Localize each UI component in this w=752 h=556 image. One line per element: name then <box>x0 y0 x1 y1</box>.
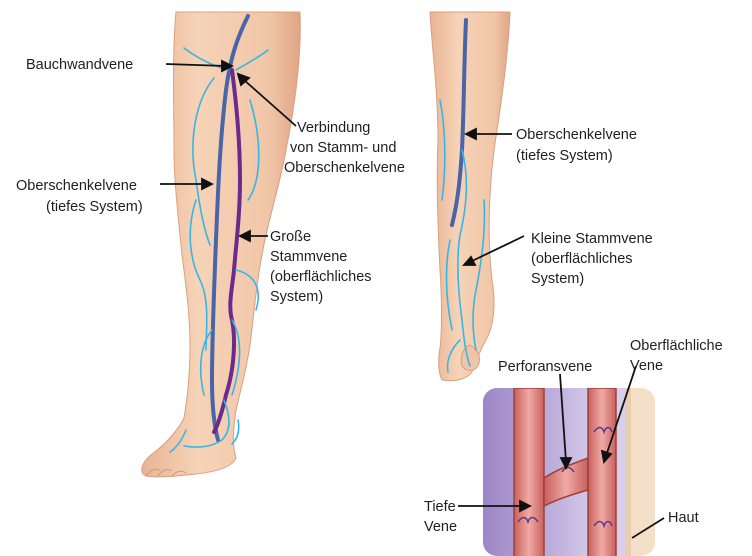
label-grosse-stammvene-line3: (oberflächliches <box>270 269 372 285</box>
label-verbindung-line2: von Stamm- und <box>290 140 396 156</box>
label-kleine-stammvene: Kleine Stammvene (oberflächliches System… <box>531 231 657 287</box>
label-oberschenkelvene-left: Oberschenkelvene (tiefes System) <box>16 178 143 215</box>
label-tiefe-vene-line1: Tiefe <box>424 499 456 515</box>
label-perforansvene: Perforansvene <box>498 359 592 375</box>
label-oberflaechliche-vene-line1: Oberflächliche <box>630 338 723 354</box>
label-grosse-stammvene-line2: Stammvene <box>270 249 347 265</box>
label-verbindung-line1: Verbindung <box>297 120 370 136</box>
label-oberflaechliche-vene-line2: Vene <box>630 358 663 374</box>
label-oberschenkelvene-left-line2: (tiefes System) <box>46 199 143 215</box>
label-oberschenkelvene-right-line2: (tiefes System) <box>516 148 613 164</box>
label-bauchwandvene: Bauchwandvene <box>26 57 133 73</box>
label-oberschenkelvene-right-line1: Oberschenkelvene <box>516 127 637 143</box>
label-kleine-stammvene-line1: Kleine Stammvene <box>531 231 653 247</box>
label-haut: Haut <box>668 510 699 526</box>
label-verbindung-line3: Oberschenkelvene <box>284 160 405 176</box>
superficial-vein-vessel <box>588 388 616 556</box>
label-tiefe-vene-line2: Vene <box>424 519 457 535</box>
label-oberflaechliche-vene: Oberflächliche Vene <box>630 338 727 374</box>
label-grosse-stammvene: Große Stammvene (oberflächliches System) <box>270 229 376 305</box>
right-leg <box>430 12 510 381</box>
cross-section-inset <box>483 388 655 556</box>
label-oberschenkelvene-right: Oberschenkelvene (tiefes System) <box>516 127 641 164</box>
label-verbindung: Verbindung von Stamm- und Oberschenkelve… <box>284 120 405 176</box>
label-oberschenkelvene-left-line1: Oberschenkelvene <box>16 178 137 194</box>
label-kleine-stammvene-line2: (oberflächliches <box>531 251 633 267</box>
label-grosse-stammvene-line1: Große <box>270 229 311 245</box>
label-kleine-stammvene-line3: System) <box>531 271 584 287</box>
label-tiefe-vene: Tiefe Vene <box>424 499 460 535</box>
deep-vein-vessel <box>514 388 544 556</box>
label-grosse-stammvene-line4: System) <box>270 289 323 305</box>
